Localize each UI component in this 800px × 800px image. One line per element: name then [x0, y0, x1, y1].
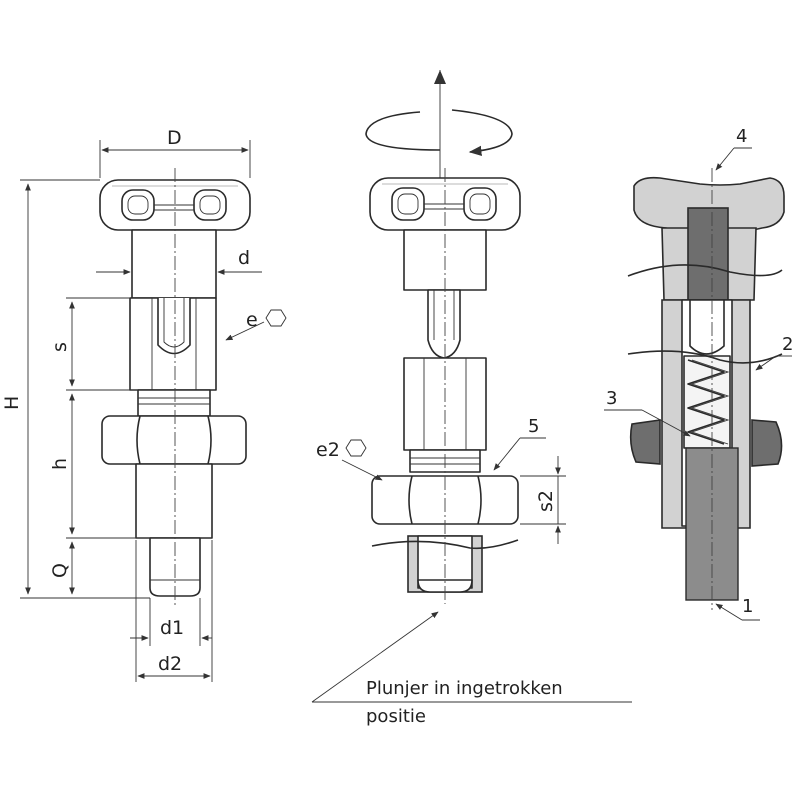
nut-left	[101, 415, 247, 465]
dim-label-h: h	[49, 458, 71, 470]
threaded-body-left	[135, 463, 213, 539]
dim-label-Q: Q	[49, 563, 71, 578]
middle-view: e2 5 s2 Plunjer in ingetrokken positie	[311, 70, 632, 727]
knob-hole-left-1	[121, 189, 155, 221]
slot-left	[157, 298, 191, 355]
right-view: 4 2 3 1	[604, 126, 793, 621]
dim-label-e: e	[246, 309, 258, 331]
knob-hole-middle-1	[391, 187, 425, 221]
dim-label-D: D	[167, 127, 182, 149]
dim-label-s: s	[49, 342, 71, 352]
hexagon-icon	[265, 309, 287, 327]
stem-left	[131, 229, 217, 299]
dim-label-d2: d2	[158, 653, 182, 675]
caption-line-2: positie	[366, 706, 426, 727]
callout-5: 5	[528, 416, 539, 437]
knob-hole-middle-2	[463, 187, 497, 221]
dim-label-d1: d1	[160, 617, 184, 639]
rotation-arrow-icon	[365, 111, 441, 151]
callout-1: 1	[742, 596, 753, 617]
callout-2: 2	[782, 334, 793, 355]
knob-hole-left-2	[193, 189, 227, 221]
left-view: D d e H s h Q d1 d2	[1, 127, 287, 682]
dim-label-e2: e2	[316, 439, 340, 461]
collar-left	[137, 389, 211, 417]
nut-section-left	[629, 419, 661, 465]
nut-section-right	[751, 419, 783, 467]
neck-middle	[427, 289, 461, 359]
spring	[687, 359, 725, 445]
callout-3: 3	[606, 388, 617, 409]
hexagon-icon-e2	[345, 439, 367, 457]
dim-label-s2: s2	[535, 490, 557, 512]
callout-4: 4	[736, 126, 747, 147]
dim-label-H: H	[1, 396, 23, 410]
pin-section	[687, 207, 729, 301]
dim-label-d: d	[238, 247, 250, 269]
caption-line-1: Plunjer in ingetrokken	[366, 678, 563, 699]
